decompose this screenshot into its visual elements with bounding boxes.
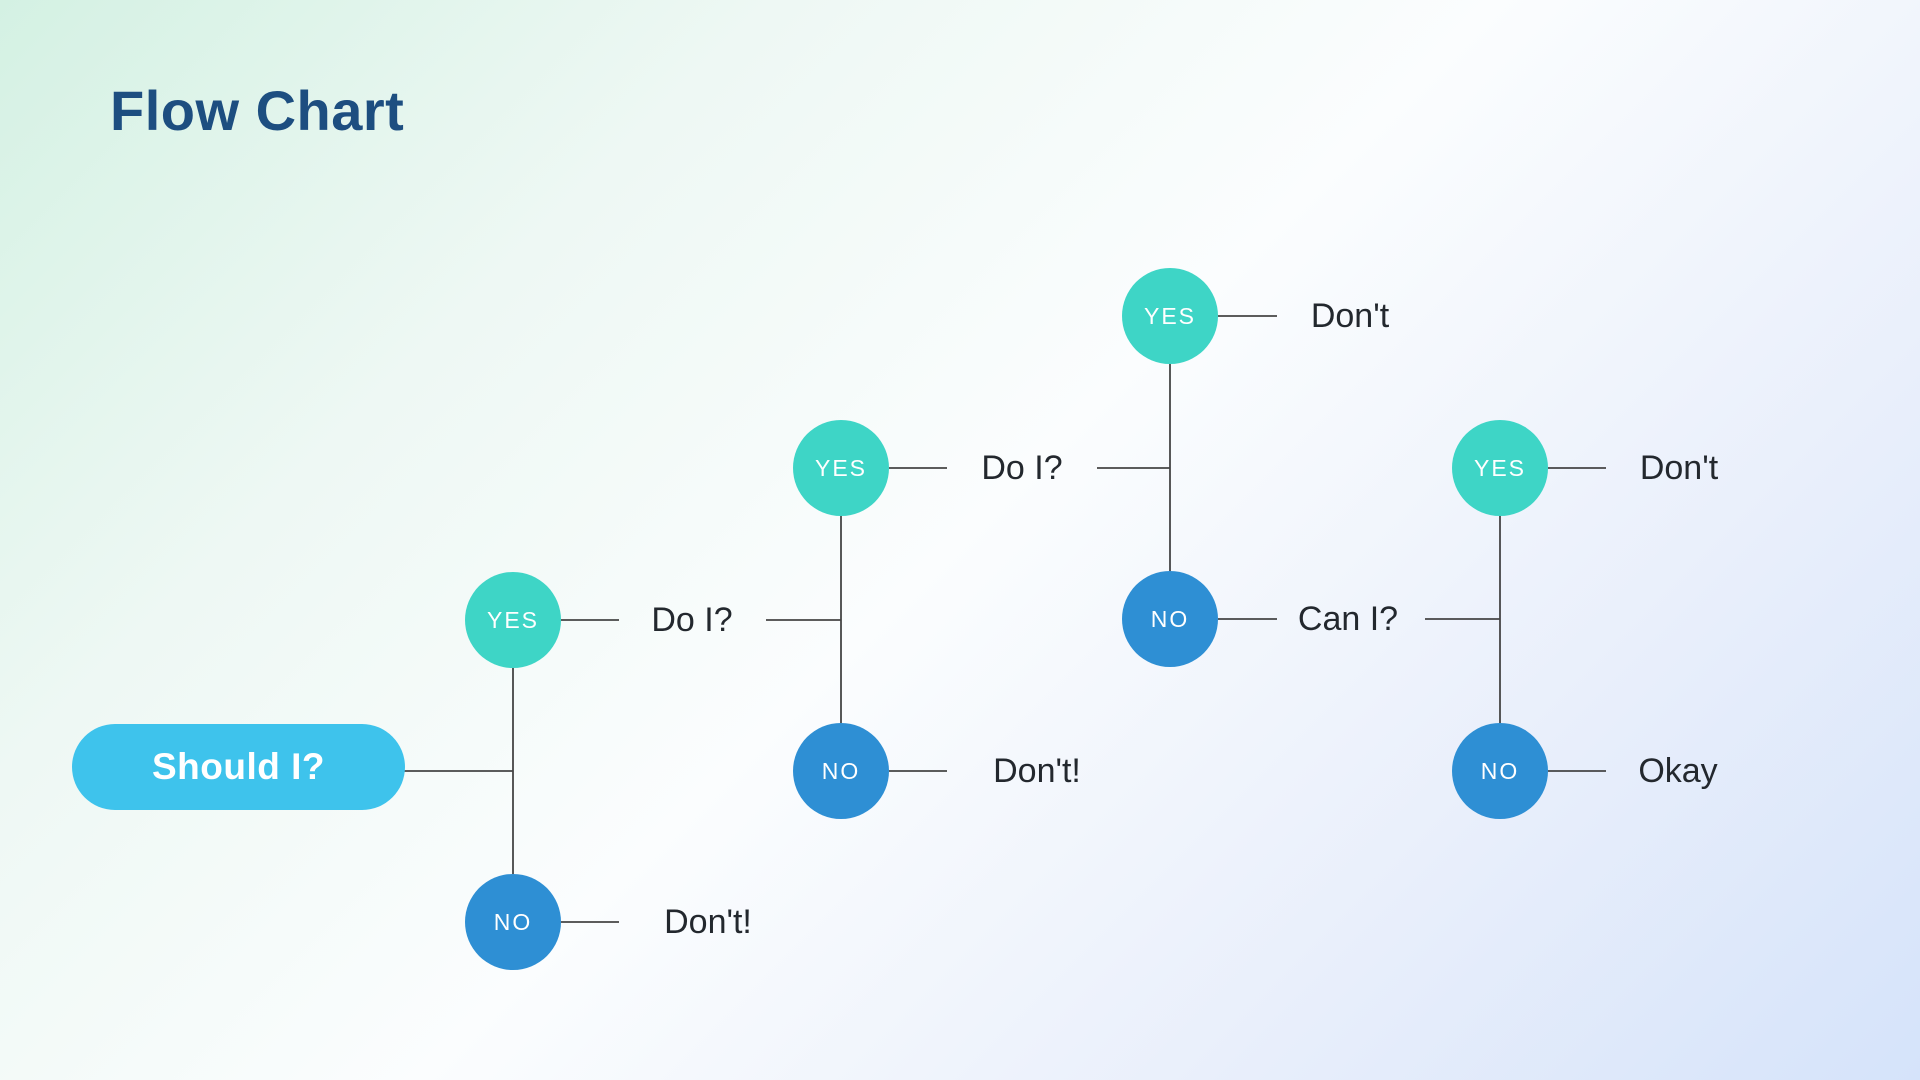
no-result-3: Can I?	[1297, 600, 1399, 638]
yes-node-3: YES	[1122, 268, 1218, 364]
no-result-4: Okay	[1638, 752, 1718, 790]
yes-result-1: Do I?	[651, 601, 733, 639]
no-result-2: Don't!	[993, 752, 1081, 790]
no-node-2-label: NO	[821, 757, 861, 784]
no-result-1: Don't!	[664, 903, 752, 941]
yes-node-4: YES	[1452, 420, 1548, 516]
yes-node-1: YES	[465, 572, 561, 668]
yes-node-3-label: YES	[1143, 302, 1197, 329]
page-title: Flow Chart	[110, 79, 405, 142]
no-node-2: NO	[793, 723, 889, 819]
no-node-4-label: NO	[1480, 757, 1520, 784]
yes-node-1-label: YES	[486, 606, 540, 633]
no-node-1: NO	[465, 874, 561, 970]
start-node: Should I?	[72, 724, 405, 810]
no-node-1-label: NO	[493, 908, 533, 935]
yes-node-2: YES	[793, 420, 889, 516]
yes-node-2-label: YES	[814, 454, 868, 481]
no-node-3: NO	[1122, 571, 1218, 667]
yes-node-4-label: YES	[1473, 454, 1527, 481]
yes-result-3: Don't	[1310, 297, 1390, 335]
yes-result-4: Don't	[1639, 449, 1719, 487]
start-node-label: Should I?	[151, 746, 326, 787]
no-node-4: NO	[1452, 723, 1548, 819]
no-node-3-label: NO	[1150, 605, 1190, 632]
yes-result-2: Do I?	[981, 449, 1063, 487]
